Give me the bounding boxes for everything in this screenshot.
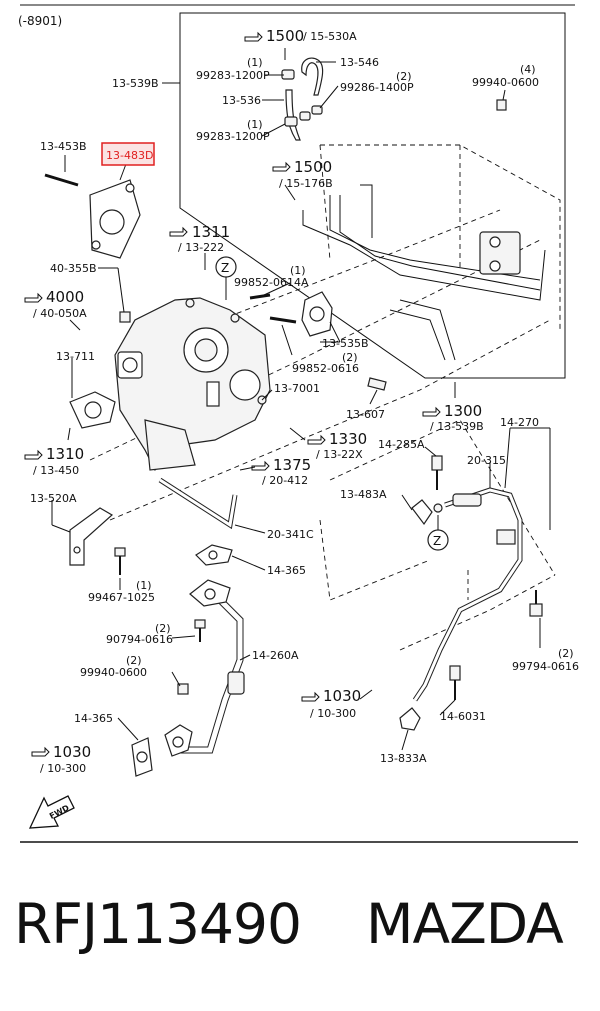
label-13-483d: 13-483D (106, 149, 153, 162)
part-labels: 13-539B 13-546 (1) 99283-1200P 13-536 (2… (30, 56, 579, 765)
svg-text:1030: 1030 (53, 743, 91, 761)
label-20-315: 20-315 (467, 454, 506, 467)
label-99940-top: 99940-0600 (472, 76, 539, 89)
label-99286: 99286-1400P (340, 81, 414, 94)
ref-1300[interactable]: 1300 / 13-539B (422, 402, 484, 433)
label-99852-b: 99852-0616 (292, 362, 359, 375)
bracket-13-520a (69, 507, 114, 566)
svg-text:/ 13-539B: / 13-539B (430, 420, 484, 433)
label-13-453b: 13-453B (40, 140, 87, 153)
label-14-270: 14-270 (500, 416, 539, 429)
ref-1375[interactable]: 1375 / 20-412 (251, 456, 311, 487)
svg-text:/ 13-222: / 13-222 (178, 241, 224, 254)
caption: RFJ113490 MAZDA (0, 880, 600, 990)
header-code: (-8901) (18, 14, 62, 28)
svg-text:/ 10-300: / 10-300 (310, 707, 356, 720)
label-90794-qty: (2) (155, 622, 171, 635)
label-99852-a-qty: (1) (290, 264, 306, 277)
svg-text:Z: Z (433, 534, 441, 548)
stud-13-453b (44, 173, 79, 187)
svg-text:1310: 1310 (46, 445, 84, 463)
turbocharger (114, 297, 271, 472)
highlight-box (101, 142, 155, 166)
label-13-535b: 13-535B (322, 337, 369, 350)
label-14-365-upper: 14-365 (267, 564, 306, 577)
parts-diagram: (-8901) (18, 4, 579, 843)
label-99794: 99794-0616 (512, 660, 579, 673)
hose-assembly (281, 57, 546, 361)
part-number: RFJ113490 (14, 892, 302, 956)
svg-text:4000: 4000 (46, 288, 84, 306)
label-13-536: 13-536 (222, 94, 261, 107)
label-99852-a: 99852-0614A (234, 276, 309, 289)
label-13-520a: 13-520A (30, 492, 77, 505)
label-99283-b: 99283-1200P (196, 130, 270, 143)
label-14-285a: 14-285A (378, 438, 425, 451)
label-14-365-lower: 14-365 (74, 712, 113, 725)
gasket-14-365-upper (195, 544, 233, 566)
gasket-14-365-lower (131, 737, 153, 777)
svg-text:/ 15-176B: / 15-176B (279, 177, 333, 190)
svg-text:/ 13-22X: / 13-22X (316, 448, 363, 461)
label-13-546: 13-546 (340, 56, 379, 69)
label-99940-low: 99940-0600 (80, 666, 147, 679)
ref-1030b[interactable]: 1030 / 10-300 (31, 743, 91, 775)
label-99283-a-qty: (1) (247, 56, 263, 69)
ref-1310[interactable]: 1310 / 13-450 (24, 445, 84, 477)
oil-pipe-14-270 (399, 487, 523, 731)
label-40-355b: 40-355B (50, 262, 97, 275)
forward-arrow-icon: FWD (28, 795, 75, 829)
label-13-607: 13-607 (346, 408, 385, 421)
svg-text:1500: 1500 (294, 158, 332, 176)
ref-arrows (67, 48, 456, 700)
svg-text:Z: Z (221, 261, 229, 275)
brand-name: MAZDA (366, 892, 564, 956)
svg-text:1030: 1030 (323, 687, 361, 705)
label-14-6031: 14-6031 (440, 710, 486, 723)
label-13-711: 13-711 (56, 350, 95, 363)
label-99940-low-qty: (2) (126, 654, 142, 667)
ref-1330[interactable]: 1330 / 13-22X (307, 430, 367, 461)
ref-1500b[interactable]: 1500 / 15-176B (272, 158, 333, 190)
label-99794-qty: (2) (558, 647, 574, 660)
label-13-539b: 13-539B (112, 77, 159, 90)
svg-text:/ 40-050A: / 40-050A (33, 307, 87, 320)
ref-1030a[interactable]: 1030 / 10-300 (301, 687, 361, 720)
svg-text:/ 10-300: / 10-300 (40, 762, 86, 775)
label-90794: 90794-0616 (106, 633, 173, 646)
label-99283-b-qty: (1) (247, 118, 263, 131)
label-13-7001: 13-7001 (274, 382, 320, 395)
svg-text:1375: 1375 (273, 456, 311, 474)
svg-text:/ 20-412: / 20-412 (262, 474, 308, 487)
gasket-13-711 (69, 391, 116, 429)
marker-z-bottom: Z (427, 515, 449, 551)
label-20-341c: 20-341C (267, 528, 314, 541)
label-99467: 99467-1025 (88, 591, 155, 604)
marker-z-top: Z (215, 256, 237, 300)
ref-4000[interactable]: 4000 / 40-050A (24, 288, 87, 320)
label-99852-b-qty: (2) (342, 351, 358, 364)
label-13-483a: 13-483A (340, 488, 387, 501)
label-99940-top-qty: (4) (520, 63, 536, 76)
label-99286-qty: (2) (396, 70, 412, 83)
gasket-13-535b (301, 291, 333, 337)
inset-box-hose-group (179, 12, 566, 379)
label-99467-qty: (1) (136, 579, 152, 592)
label-14-260a: 14-260A (252, 649, 299, 662)
label-99283-a: 99283-1200P (196, 69, 270, 82)
oil-pipe-20-341c (158, 477, 238, 530)
label-13-833a: 13-833A (380, 752, 427, 765)
oil-return-pipe-14-260a (164, 579, 245, 757)
svg-text:1330: 1330 (329, 430, 367, 448)
ref-1500a[interactable]: 1500 / 15-530A (244, 27, 357, 45)
bolts (114, 99, 543, 700)
ref-1311[interactable]: 1311 / 13-222 (169, 223, 230, 254)
svg-text:1311: 1311 (192, 223, 230, 241)
svg-text:/ 13-450: / 13-450 (33, 464, 79, 477)
leaders (51, 61, 551, 751)
svg-text:1500: 1500 (266, 27, 304, 45)
svg-text:1300: 1300 (444, 402, 482, 420)
gasket-13-483d (89, 179, 141, 259)
svg-text:/ 15-530A: / 15-530A (303, 30, 357, 43)
